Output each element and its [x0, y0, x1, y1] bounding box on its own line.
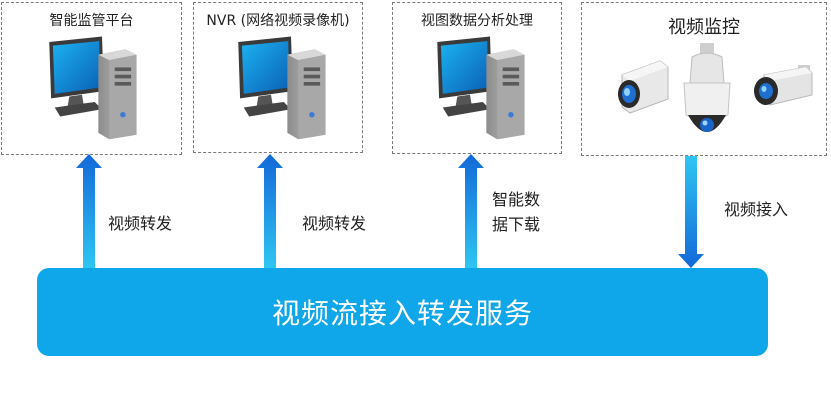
arrow-up-3 [458, 154, 484, 268]
bullet-camera-icon [754, 65, 813, 106]
arrow-label: 视频转发 [302, 214, 367, 233]
node-video-analysis: 视图数据分析处理 [392, 2, 562, 154]
node-video-surveillance: 视频监控 [581, 2, 827, 156]
node-smart-platform: 智能监管平台 [1, 2, 182, 155]
service-bar: 视频流接入转发服务 [37, 268, 768, 356]
dome-camera-icon [683, 43, 731, 132]
node-label: 视图数据分析处理 [421, 13, 533, 29]
arrow-label: 智能数 [492, 190, 541, 209]
arrow-label: 视频接入 [724, 200, 789, 219]
desktop-computer-icon [231, 33, 331, 141]
node-label: 智能监管平台 [49, 13, 134, 29]
arrow-label: 视频转发 [108, 214, 173, 233]
box-camera-icon [618, 60, 669, 114]
arrow-up-2 [257, 154, 283, 268]
desktop-computer-icon [430, 33, 530, 141]
arrow-up-1 [76, 154, 102, 268]
arrow-label: 据下载 [492, 215, 541, 234]
node-nvr: NVR (网络视频录像机) [193, 2, 363, 153]
service-label: 视频流接入转发服务 [271, 297, 533, 330]
desktop-computer-icon [42, 33, 142, 141]
node-label: 视频监控 [668, 17, 740, 38]
node-label: NVR (网络视频录像机) [206, 13, 350, 29]
arrow-down-4 [678, 156, 704, 268]
